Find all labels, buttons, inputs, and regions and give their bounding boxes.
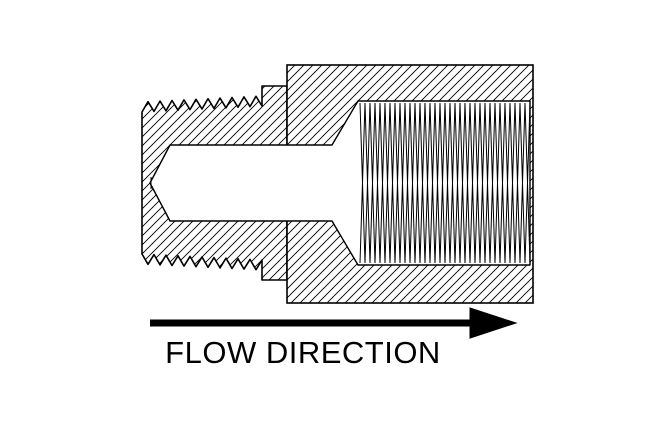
flow-arrowhead-icon <box>469 307 518 339</box>
flow-arrow <box>150 307 518 339</box>
male-section-hatching <box>142 86 340 280</box>
fitting-cross-section <box>141 64 534 304</box>
female-threads <box>359 102 531 264</box>
internal-bore <box>149 100 531 266</box>
female-thread-profile <box>359 102 531 264</box>
body-section-hatching <box>287 65 533 303</box>
flow-direction-label: FLOW DIRECTION <box>165 335 441 370</box>
female-thread-profile <box>359 102 531 264</box>
